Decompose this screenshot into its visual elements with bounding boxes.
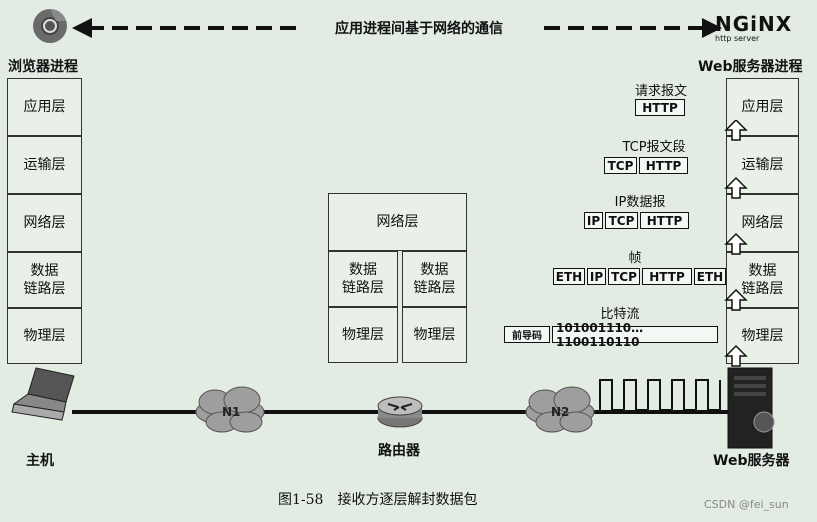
browser-layer-application: 应用层 (7, 78, 82, 136)
server-layer-datalink: 数据 链路层 (726, 252, 799, 308)
up-arrow-icon (724, 120, 748, 141)
host-label: 主机 (26, 453, 54, 469)
packet-field: 前导码 (504, 326, 550, 343)
packet-label-bitstream: 比特流 (600, 307, 640, 322)
packet-tcp: TCP HTTP (604, 157, 690, 174)
router-icon (377, 396, 423, 428)
cloud-label-n2: N2 (551, 405, 570, 419)
packet-field: HTTP (642, 268, 692, 285)
router-left-datalink: 数据 链路层 (328, 251, 398, 307)
watermark: CSDN @fei_sun (704, 498, 789, 511)
browser-icon (33, 9, 67, 43)
packet-field: TCP (604, 157, 637, 174)
server-icon (727, 367, 775, 449)
server-stack-title: Web服务器进程 (698, 59, 803, 75)
top-dashed-arrow (72, 18, 722, 38)
browser-layer-transport: 运输层 (7, 136, 82, 194)
browser-stack-title: 浏览器进程 (8, 59, 78, 75)
top-banner-label: 应用进程间基于网络的通信 (300, 18, 538, 38)
router-layer-network: 网络层 (328, 193, 467, 251)
packet-field: HTTP (635, 99, 685, 116)
network-diagram (11, 367, 775, 449)
packet-label-tcp: TCP报文段 (622, 140, 686, 155)
browser-layer-datalink: 数据 链路层 (7, 252, 82, 308)
up-arrow-icon (724, 344, 748, 367)
browser-layer-network: 网络层 (7, 194, 82, 252)
cloud-label-n1: N1 (222, 405, 241, 419)
packet-field: ETH (694, 268, 726, 285)
cloud-n2 (525, 386, 595, 433)
browser-layer-physical: 物理层 (7, 308, 82, 364)
packet-ip: IP TCP HTTP (584, 212, 691, 229)
packet-http: HTTP (635, 99, 687, 116)
packet-label-ip: IP数据报 (614, 195, 666, 210)
packet-field: IP (587, 268, 606, 285)
router-left-physical: 物理层 (328, 307, 398, 363)
router-right-physical: 物理层 (402, 307, 467, 363)
nginx-logo: NGiNX http server (715, 12, 793, 43)
packet-field: HTTP (639, 157, 688, 174)
signal-wave (599, 379, 721, 411)
packet-field: 101001110…1100110110 (552, 321, 718, 349)
server-layer-network: 网络层 (726, 194, 799, 252)
packet-field: ETH (553, 268, 585, 285)
packet-field: HTTP (640, 212, 689, 229)
router-label: 路由器 (378, 443, 420, 459)
packet-field: TCP (605, 212, 638, 229)
up-arrow-icon (724, 232, 748, 255)
laptop-icon (11, 367, 75, 421)
packet-label-http: 请求报文 (634, 84, 687, 99)
packet-frame: ETH IP TCP HTTP ETH (553, 268, 728, 285)
packet-field: TCP (608, 268, 640, 285)
packet-label-frame: 帧 (628, 251, 642, 266)
up-arrows (724, 120, 748, 367)
server-label: Web服务器 (713, 453, 790, 469)
figure-caption: 图1-58 接收方逐层解封数据包 (278, 492, 478, 508)
packet-field: IP (584, 212, 603, 229)
packet-bitstream: 前导码 101001110…1100110110 (504, 321, 720, 349)
cloud-n1 (195, 386, 265, 433)
up-arrow-icon (724, 288, 748, 311)
up-arrow-icon (724, 176, 748, 199)
router-right-datalink: 数据 链路层 (402, 251, 467, 307)
